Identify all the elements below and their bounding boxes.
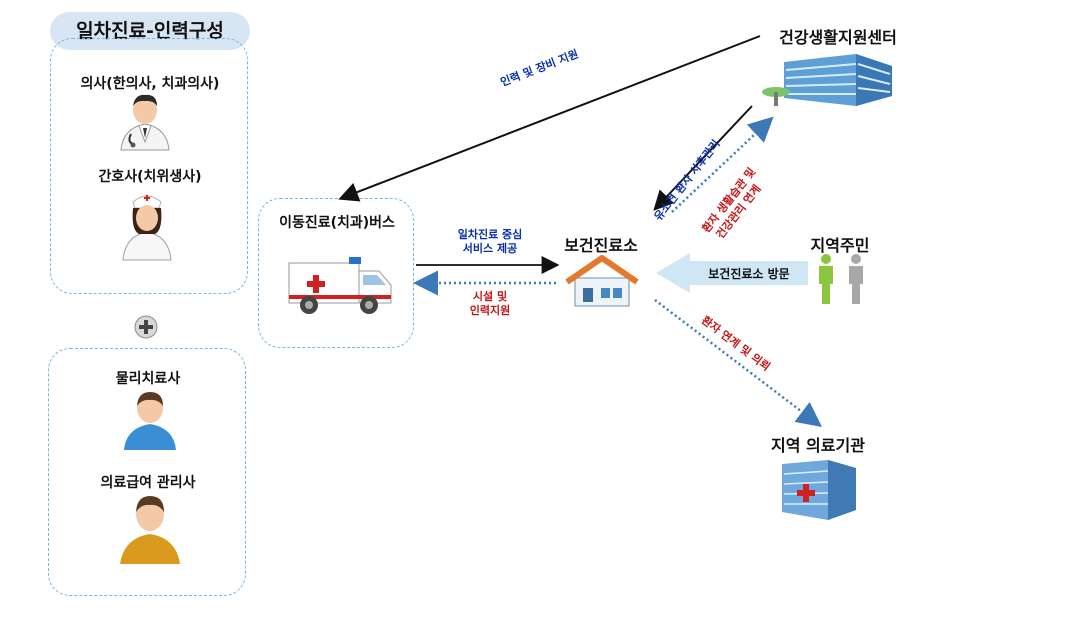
staff-group-box-2 bbox=[48, 348, 246, 596]
plus-icon bbox=[134, 315, 158, 339]
health-center-house-icon bbox=[565, 255, 639, 307]
ambulance-icon bbox=[288, 257, 392, 314]
therapist-label: 물리치료사 bbox=[115, 371, 181, 387]
staff-equipment-arrow bbox=[338, 35, 761, 202]
staff-group-box-1 bbox=[50, 38, 248, 294]
medical-institution-label: 지역 의료기관 bbox=[771, 436, 865, 455]
primary-service-label-line1: 일차진료 중심 bbox=[457, 228, 523, 241]
primary-service-label-line2: 서비스 제공 bbox=[462, 242, 518, 255]
facility-support-label-line1: 시설 및 bbox=[472, 290, 508, 303]
residents-label: 지역주민 bbox=[810, 236, 870, 255]
staff-composition-title: 일차진료-인력구성 bbox=[50, 12, 250, 50]
doctor-icon bbox=[120, 94, 170, 151]
nurse-label: 간호사(치위생사) bbox=[98, 169, 202, 185]
followup-arrow bbox=[653, 105, 753, 211]
wellness-center-building-icon bbox=[762, 54, 892, 106]
visit-label: 보건진료소 방문 bbox=[708, 267, 790, 281]
therapist-icon bbox=[124, 392, 176, 450]
residents-people-icon bbox=[819, 254, 863, 304]
health-center-label: 보건진료소 bbox=[564, 236, 638, 255]
facility-support-label-line2: 인력지원 bbox=[469, 304, 511, 317]
medical-aid-manager-icon bbox=[120, 496, 180, 564]
nurse-icon bbox=[122, 195, 172, 261]
doctor-label: 의사(한의사, 치과의사) bbox=[80, 76, 220, 92]
mobile-bus-label: 이동진료(치과)버스 bbox=[279, 215, 395, 231]
referral-arrow bbox=[654, 299, 822, 428]
wellness-center-label: 건강생활지원센터 bbox=[779, 28, 897, 47]
medical-institution-building-icon bbox=[782, 460, 856, 520]
medical-aid-manager-label: 의료급여 관리사 bbox=[100, 475, 196, 491]
visit-block-arrow bbox=[656, 253, 808, 293]
